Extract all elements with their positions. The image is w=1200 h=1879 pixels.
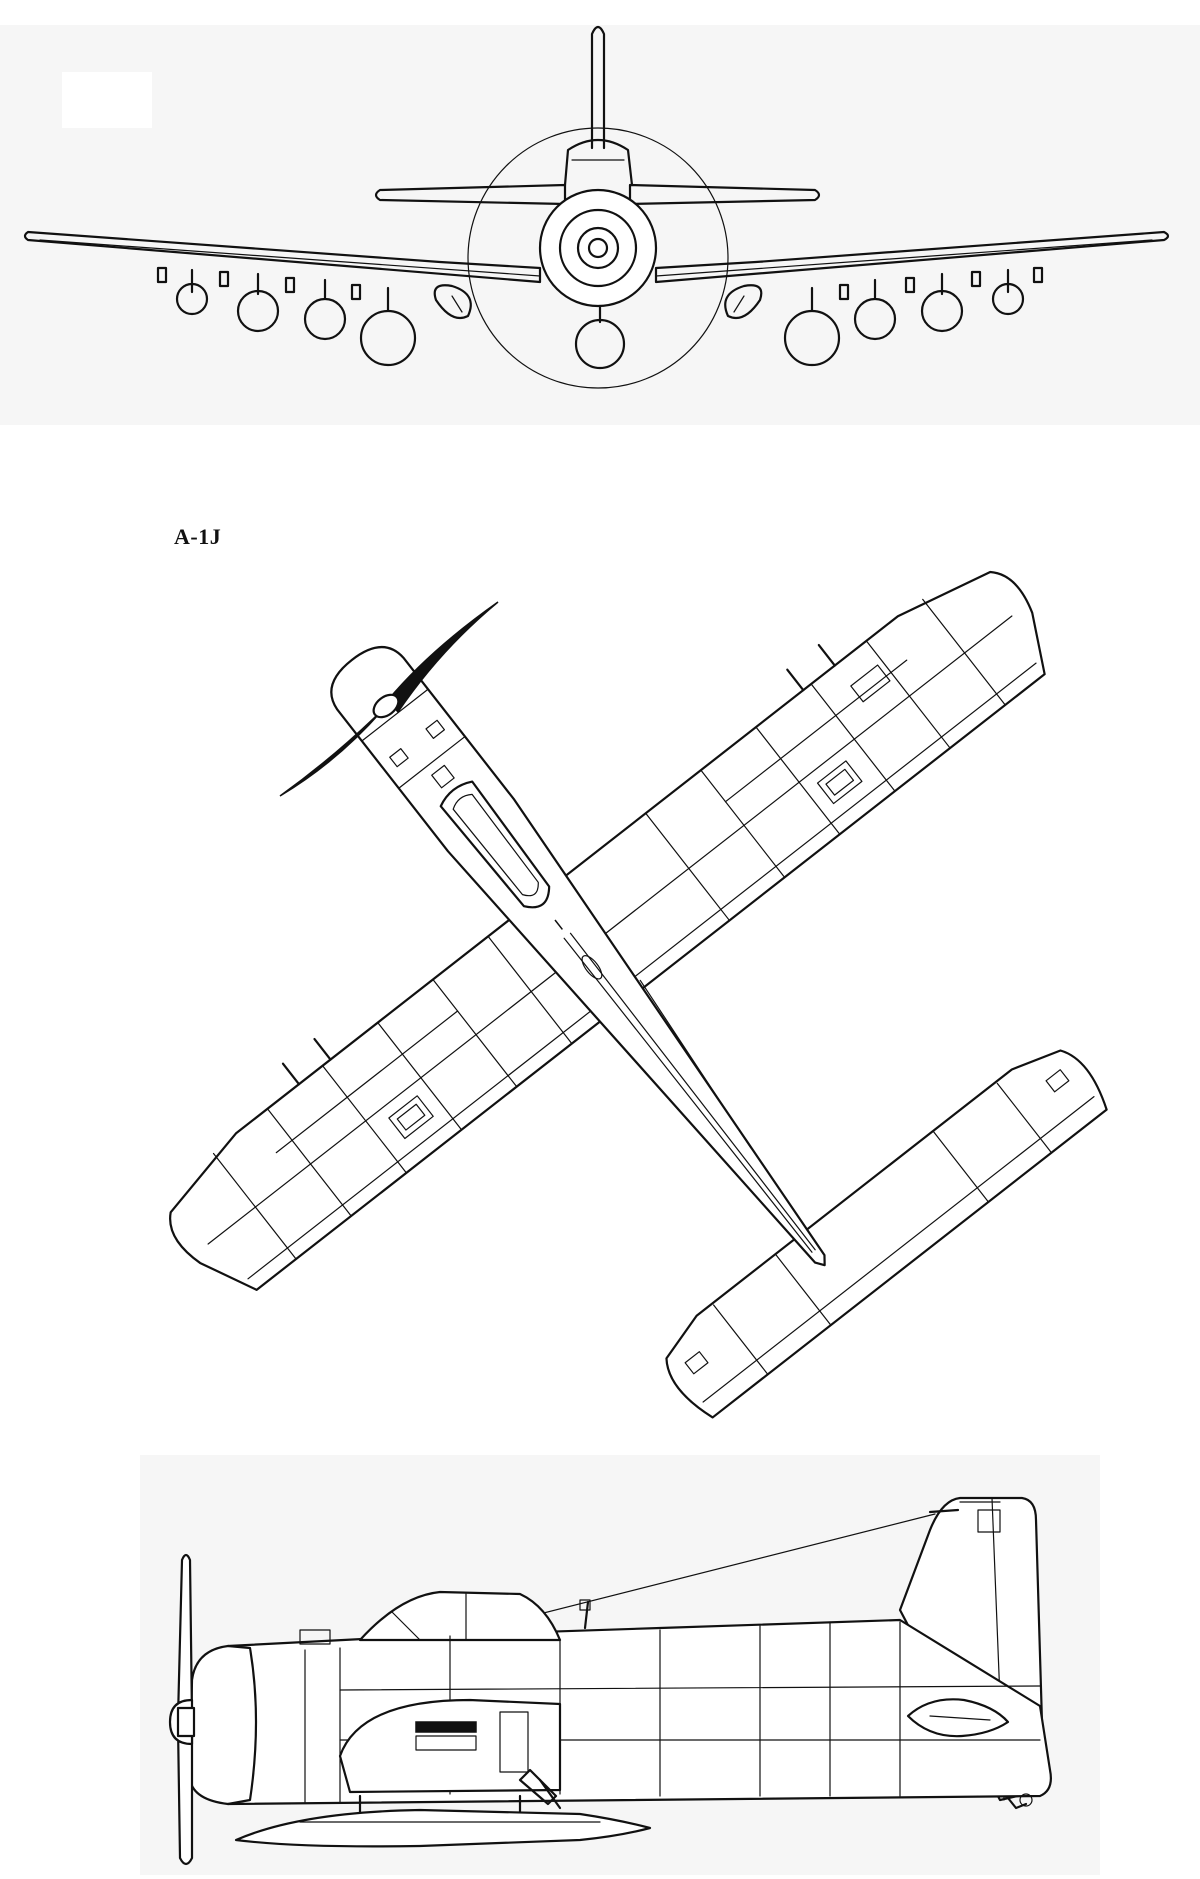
canopy-top (439, 780, 551, 909)
right-wing-stores (783, 266, 1044, 367)
store (853, 297, 897, 341)
horizontal-stabilizer-front (374, 183, 567, 206)
store (920, 289, 964, 333)
vertical-fin-front (590, 25, 606, 150)
flap-line (247, 662, 1037, 1280)
canopy-side (358, 1590, 562, 1642)
exhaust-fairing (906, 1698, 1010, 1738)
top-view (169, 570, 1108, 1419)
store (303, 297, 347, 341)
right-gear-fairing (724, 284, 763, 320)
store (991, 282, 1025, 316)
canopy-rail (299, 1629, 331, 1645)
front-view (23, 25, 1170, 389)
left-gear-fairing-line (451, 295, 463, 313)
dorsal-antenna (583, 1600, 590, 1630)
left-gear-fairing (433, 284, 472, 320)
canopy-top-inner (452, 793, 539, 897)
propeller-blade-upper (176, 1553, 194, 1720)
cowl-line (361, 688, 429, 742)
pylon (904, 276, 916, 294)
fin-antenna (928, 1508, 960, 1514)
store (359, 309, 417, 367)
store (783, 309, 841, 367)
wing-gun (786, 668, 805, 692)
horizontal-tail-planform (665, 1049, 1108, 1419)
belly-drop-tank (234, 1808, 652, 1848)
dive-brake (415, 1721, 477, 1733)
wing-access-panel-inner (396, 1103, 426, 1131)
spinner-center (587, 237, 609, 259)
canopy-front (563, 139, 634, 187)
wing-gun (281, 1062, 301, 1086)
right-wing-front (654, 230, 1170, 284)
tail-wheel (1006, 1796, 1028, 1810)
propeller-top (279, 601, 499, 797)
wing-gun (313, 1037, 332, 1061)
store (175, 282, 209, 316)
tail-outline (665, 1049, 1108, 1419)
right-wing-front-panel-line (655, 239, 1153, 277)
pylon (838, 283, 850, 301)
antenna-wire (499, 1513, 936, 1625)
horizontal-stabilizer-front-right (628, 183, 821, 206)
left-wing-stores (156, 266, 417, 367)
pylon (156, 266, 168, 284)
right-gear-fairing-line (733, 295, 745, 313)
wing-gun (817, 643, 836, 667)
propeller-disc (467, 127, 729, 389)
pylon (218, 270, 230, 288)
wing-access-panel-inner (825, 768, 855, 796)
wing-panel-lines (207, 598, 1013, 1260)
cowl-line-2 (398, 735, 466, 789)
fin-tip (977, 1509, 1001, 1533)
pylon (1032, 266, 1044, 284)
pylon (284, 276, 296, 294)
center-store (574, 318, 626, 370)
spinner-top (372, 693, 400, 719)
side-view (168, 1496, 1052, 1866)
left-wing-front (23, 230, 542, 284)
wing-access-panel (816, 760, 863, 805)
cowling-inner (558, 208, 638, 288)
propeller-blade (387, 601, 499, 714)
wing-access-panel (850, 664, 891, 703)
prop-hub (176, 1706, 196, 1738)
elevator-line (702, 1096, 1095, 1403)
propeller-side (168, 1553, 196, 1866)
fuselage-planform (330, 645, 826, 1267)
antenna-fairing (581, 955, 603, 980)
propeller-blade-lower (176, 1724, 194, 1866)
pylon (970, 270, 982, 288)
main-gear-strut (518, 1768, 558, 1806)
wing-access-panel (388, 1095, 434, 1140)
wing-planform (169, 570, 1046, 1291)
cowling-outer (538, 188, 658, 308)
model-label: A-1J (174, 524, 222, 549)
fuselage-side (188, 1618, 1052, 1806)
wing-root-side (338, 1698, 562, 1794)
store (236, 289, 280, 333)
wing-outline (169, 570, 1046, 1291)
spinner-ring (576, 226, 620, 270)
cowling-side (226, 1644, 258, 1806)
front-view-blank-label (62, 72, 152, 128)
propeller-blade (279, 705, 387, 797)
left-wing-front-panel-line (39, 239, 541, 277)
pylon (350, 283, 362, 301)
